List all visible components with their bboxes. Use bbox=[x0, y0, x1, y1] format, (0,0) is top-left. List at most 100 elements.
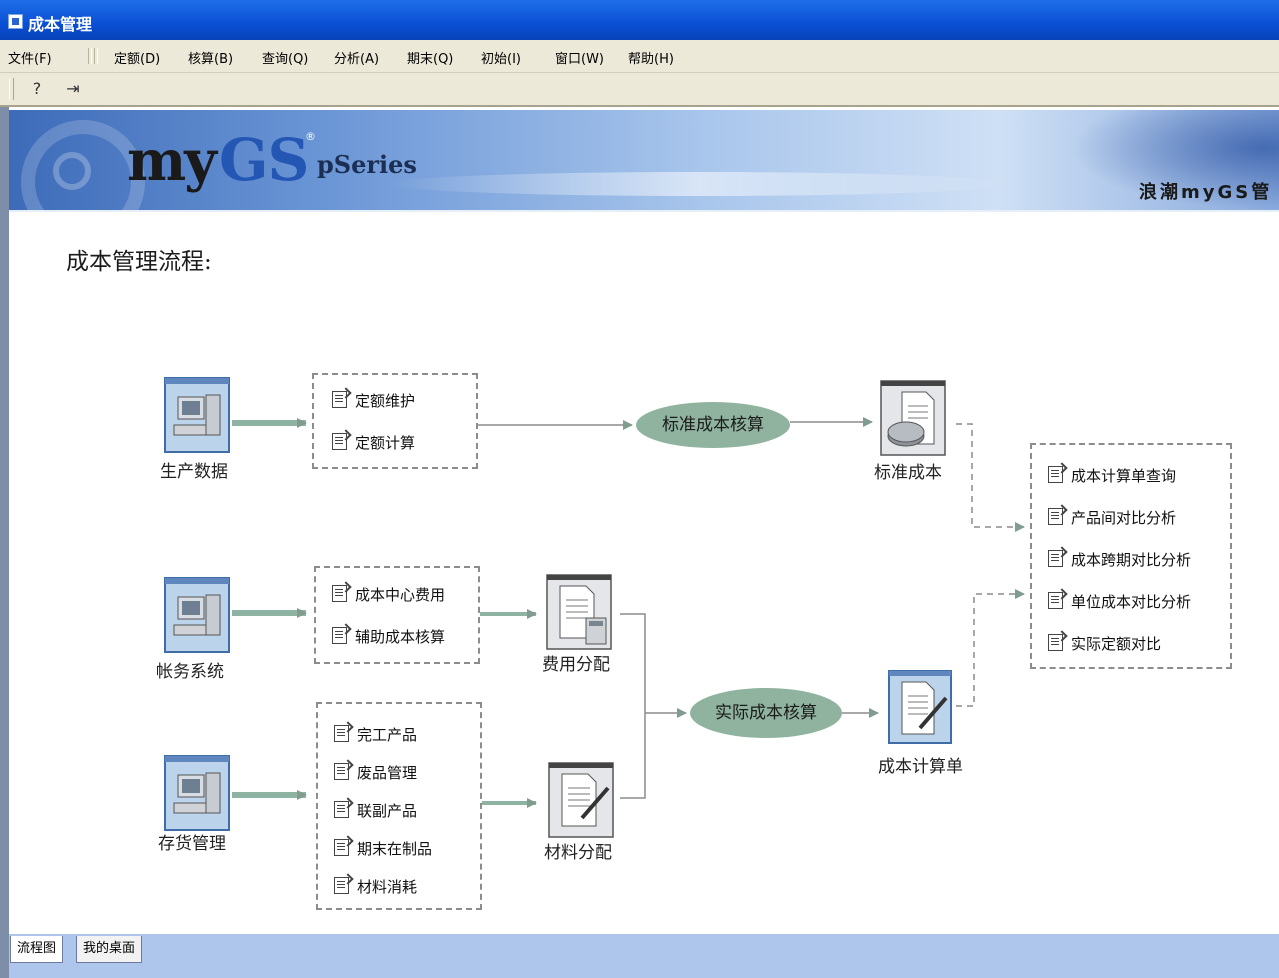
menu-initial[interactable]: 初始(I) bbox=[481, 52, 521, 67]
scrap-management-item[interactable]: 废品管理 bbox=[334, 762, 417, 783]
quota-maintenance-item[interactable]: 定额维护 bbox=[332, 390, 415, 411]
edit-doc-icon bbox=[332, 585, 347, 602]
edit-doc-icon bbox=[334, 801, 349, 818]
edit-doc-icon bbox=[332, 433, 347, 450]
by-product-item[interactable]: 联副产品 bbox=[334, 800, 417, 821]
cross-period-analysis-item[interactable]: 成本跨期对比分析 bbox=[1048, 549, 1191, 570]
menu-period-end[interactable]: 期末(Q) bbox=[407, 52, 454, 67]
edit-doc-icon bbox=[334, 763, 349, 780]
menu-bar: 文件(F) 定额(D) 核算(B) 查询(Q) 分析(A) 期末(Q) 初始(I… bbox=[0, 40, 1279, 73]
arrow-cost-sheet-to-reports bbox=[956, 589, 1025, 707]
auxiliary-cost-item[interactable]: 辅助成本核算 bbox=[332, 626, 445, 647]
computer-icon bbox=[164, 577, 230, 653]
reports-box: 成本计算单查询 产品间对比分析 成本跨期对比分析 单位成本对比分析 实际定额对比 bbox=[1030, 443, 1232, 669]
chart-document-icon bbox=[880, 380, 946, 456]
unit-cost-analysis-item[interactable]: 单位成本对比分析 bbox=[1048, 591, 1191, 612]
finished-product-item[interactable]: 完工产品 bbox=[334, 724, 417, 745]
edit-doc-icon bbox=[334, 877, 349, 894]
edit-doc-icon bbox=[1048, 634, 1063, 651]
unit-cost-analysis-label: 单位成本对比分析 bbox=[1071, 593, 1192, 611]
edit-doc-icon bbox=[332, 627, 347, 644]
logo-my: my bbox=[127, 128, 217, 194]
material-consumption-label: 材料消耗 bbox=[357, 878, 418, 896]
title-bar: 成本管理 bbox=[0, 0, 1279, 40]
material-allocation-label: 材料分配 bbox=[544, 843, 612, 863]
accounting-system-label: 帐务系统 bbox=[156, 662, 224, 682]
actual-cost-accounting-node[interactable]: 实际成本核算 bbox=[690, 688, 842, 738]
tab-flowchart[interactable]: 流程图 bbox=[10, 936, 64, 963]
inventory-management-node[interactable]: 存货管理 bbox=[158, 755, 232, 854]
quota-maintenance-label: 定额维护 bbox=[355, 392, 416, 410]
edit-doc-icon bbox=[1048, 550, 1063, 567]
expense-allocation-label: 费用分配 bbox=[542, 655, 610, 675]
expense-box: 成本中心费用 辅助成本核算 bbox=[314, 566, 480, 664]
help-icon[interactable]: ? bbox=[32, 79, 42, 98]
menu-separator bbox=[94, 48, 98, 64]
standard-cost-node[interactable]: 标准成本 bbox=[874, 380, 948, 483]
tab-my-desktop[interactable]: 我的桌面 bbox=[76, 936, 143, 963]
exit-icon[interactable]: ⇥ bbox=[66, 79, 80, 98]
edit-doc-icon bbox=[332, 391, 347, 408]
by-product-label: 联副产品 bbox=[357, 802, 418, 820]
expense-allocation-node[interactable]: 费用分配 bbox=[542, 574, 614, 675]
computer-icon bbox=[164, 755, 230, 831]
edit-doc-icon bbox=[1048, 466, 1063, 483]
menu-query[interactable]: 查询(Q) bbox=[262, 52, 309, 67]
production-data-node[interactable]: 生产数据 bbox=[160, 377, 232, 482]
material-consumption-item[interactable]: 材料消耗 bbox=[334, 876, 417, 897]
cost-sheet-node[interactable]: 成本计算单 bbox=[878, 670, 963, 777]
logo-gs: GS bbox=[219, 126, 309, 194]
menu-quota[interactable]: 定额(D) bbox=[114, 52, 161, 67]
bracket-allocations bbox=[620, 613, 646, 799]
banner-swoosh-decoration bbox=[1039, 110, 1279, 210]
flow-title: 成本管理流程: bbox=[66, 249, 212, 275]
pen-document-icon bbox=[888, 670, 952, 744]
edit-doc-icon bbox=[334, 839, 349, 856]
banner-ring-decoration bbox=[53, 152, 91, 190]
edit-doc-icon bbox=[334, 725, 349, 742]
inter-product-analysis-label: 产品间对比分析 bbox=[1071, 509, 1177, 527]
banner-product-name: 浪潮myGS管 bbox=[1139, 182, 1273, 203]
quota-box: 定额维护 定额计算 bbox=[312, 373, 478, 469]
cost-center-expense-item[interactable]: 成本中心费用 bbox=[332, 584, 445, 605]
menu-accounting[interactable]: 核算(B) bbox=[188, 52, 234, 67]
quota-calculation-item[interactable]: 定额计算 bbox=[332, 432, 415, 453]
cross-period-analysis-label: 成本跨期对比分析 bbox=[1071, 551, 1192, 569]
cost-sheet-query-item[interactable]: 成本计算单查询 bbox=[1048, 465, 1176, 486]
finished-product-label: 完工产品 bbox=[357, 726, 418, 744]
inter-product-analysis-item[interactable]: 产品间对比分析 bbox=[1048, 507, 1176, 528]
cost-center-expense-label: 成本中心费用 bbox=[355, 586, 446, 604]
toolbar-grip[interactable] bbox=[9, 78, 14, 100]
logo-pseries: pSeries bbox=[317, 150, 417, 179]
calculator-document-icon bbox=[546, 574, 612, 650]
wip-item[interactable]: 期末在制品 bbox=[334, 838, 432, 859]
product-banner: my GS ® pSeries 浪潮myGS管 bbox=[9, 110, 1279, 212]
auxiliary-cost-label: 辅助成本核算 bbox=[355, 628, 446, 646]
menu-analysis[interactable]: 分析(A) bbox=[334, 52, 380, 67]
edit-doc-icon bbox=[1048, 592, 1063, 609]
standard-cost-accounting-node[interactable]: 标准成本核算 bbox=[636, 402, 790, 448]
pen-document-icon bbox=[548, 762, 614, 838]
quota-calculation-label: 定额计算 bbox=[355, 434, 416, 452]
menu-window[interactable]: 窗口(W) bbox=[555, 52, 604, 67]
accounting-system-node[interactable]: 帐务系统 bbox=[156, 577, 232, 682]
logo-registered-mark: ® bbox=[305, 130, 316, 143]
edit-doc-icon bbox=[1048, 508, 1063, 525]
inventory-management-label: 存货管理 bbox=[158, 834, 226, 854]
cost-sheet-query-label: 成本计算单查询 bbox=[1071, 467, 1177, 485]
standard-cost-label: 标准成本 bbox=[874, 463, 942, 483]
actual-vs-quota-item[interactable]: 实际定额对比 bbox=[1048, 633, 1161, 654]
arrow-standard-cost-to-reports bbox=[956, 423, 1025, 532]
material-allocation-node[interactable]: 材料分配 bbox=[544, 762, 616, 863]
menu-file[interactable]: 文件(F) bbox=[8, 52, 52, 67]
scrap-management-label: 废品管理 bbox=[357, 764, 418, 782]
banner-swoosh-decoration bbox=[389, 172, 1009, 196]
app-icon bbox=[8, 14, 23, 29]
bottom-tab-bar bbox=[9, 934, 1279, 978]
actual-vs-quota-label: 实际定额对比 bbox=[1071, 635, 1162, 653]
wip-label: 期末在制品 bbox=[357, 840, 433, 858]
computer-icon bbox=[164, 377, 230, 453]
toolbar: ? ⇥ bbox=[0, 73, 1279, 107]
menu-help[interactable]: 帮助(H) bbox=[628, 52, 674, 67]
